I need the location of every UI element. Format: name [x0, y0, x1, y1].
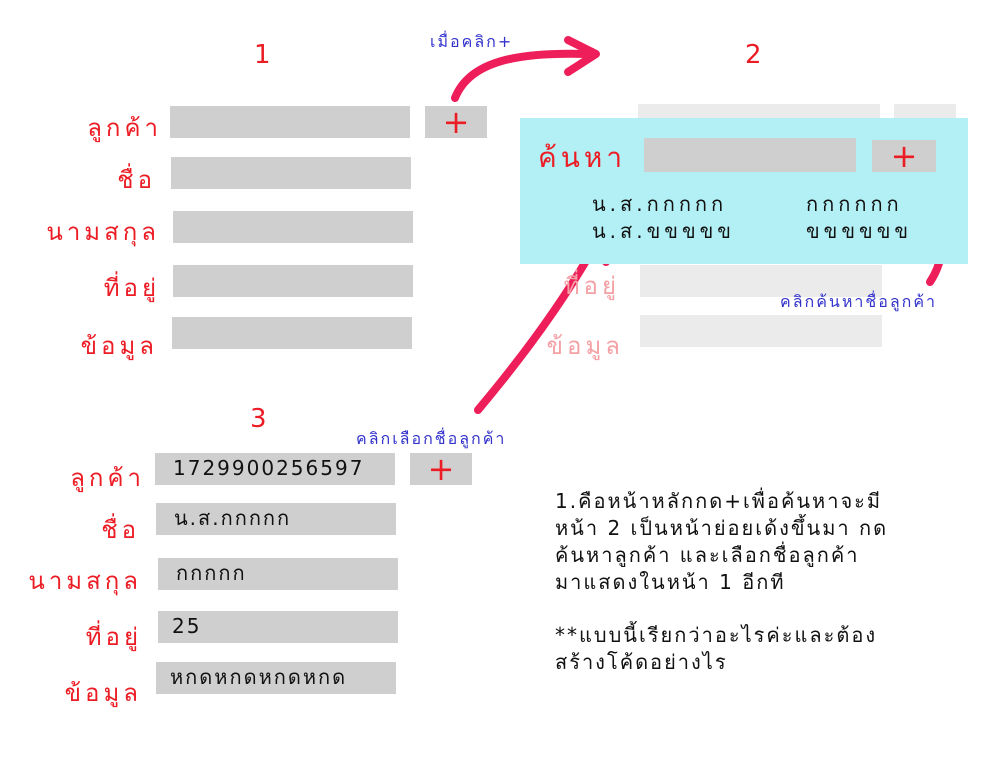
result-name[interactable]: น.ส.ขขขขข: [592, 219, 735, 243]
customer-field-filled[interactable]: 1729900256597: [155, 453, 395, 485]
faded-info-field: [640, 315, 882, 347]
faded-label-info: ข้อมูล: [546, 332, 624, 360]
description-text: 1.คือหน้าหลักกด+เพื่อค้นหาจะมี หน้า 2 เป…: [555, 488, 888, 676]
panel-3-number: 3: [250, 404, 267, 434]
result-surname[interactable]: ขขขขขข: [806, 219, 913, 243]
description-line: ค้นหาลูกค้า และเลือกชื่อลูกค้า: [555, 543, 860, 567]
address-field-filled[interactable]: 25: [158, 611, 398, 643]
label-address: ที่อยู่: [103, 274, 160, 302]
name-field[interactable]: [171, 157, 411, 189]
panel-2-number: 2: [745, 40, 762, 70]
add-customer-button[interactable]: +: [410, 453, 472, 485]
address-field[interactable]: [173, 265, 413, 297]
add-customer-button[interactable]: +: [425, 106, 487, 138]
panel-1-number: 1: [254, 40, 271, 70]
faded-label-address: ที่อยู่: [563, 272, 620, 300]
description-line: **แบบนี้เรียกว่าอะไรค่ะและต้อง: [555, 623, 878, 647]
label-surname: นามสกุล: [28, 567, 142, 595]
faded-customer-field: [638, 104, 880, 120]
label-name: ชื่อ: [117, 166, 156, 194]
search-popup: ค้นหา + น.ส.กกกกก กกกกกก น.ส.ขขขขข ขขขขข…: [520, 118, 968, 264]
info-field-filled[interactable]: หกดหกดหกดหกด: [156, 662, 396, 694]
note-click-search-name: คลิกค้นหาชื่อลูกค้า: [780, 292, 938, 311]
note-on-click-plus: เมื่อคลิก+: [430, 32, 514, 51]
popup-title: ค้นหา: [538, 141, 627, 174]
label-info: ข้อมูล: [64, 679, 142, 707]
faded-address-field: [640, 265, 882, 297]
name-field-filled[interactable]: น.ส.กกกกก: [156, 503, 396, 535]
search-button[interactable]: +: [872, 140, 936, 172]
faded-add-button: [894, 104, 956, 120]
label-name: ชื่อ: [101, 516, 140, 544]
arrow-panel1-to-panel2: [451, 49, 592, 102]
info-field[interactable]: [172, 317, 412, 349]
description-line: สร้างโค้ดอย่างไร: [555, 650, 728, 674]
label-info: ข้อมูล: [80, 332, 158, 360]
description-line: หน้า 2 เป็นหน้าย่อยเด้งขึ้นมา กด: [555, 516, 889, 540]
label-customer: ลูกค้า: [87, 114, 162, 142]
label-surname: นามสกุล: [46, 218, 160, 246]
description-line: มาแสดงในหน้า 1 อีกที: [555, 570, 786, 594]
customer-field[interactable]: [170, 106, 410, 138]
label-customer: ลูกค้า: [70, 464, 145, 492]
result-name[interactable]: น.ส.กกกกก: [592, 192, 728, 216]
search-input[interactable]: [644, 138, 856, 172]
note-click-select-name: คลิกเลือกชื่อลูกค้า: [356, 429, 507, 448]
surname-field[interactable]: [173, 211, 413, 243]
result-surname[interactable]: กกกกกก: [806, 192, 903, 216]
surname-field-filled[interactable]: กกกกก: [158, 558, 398, 590]
label-address: ที่อยู่: [85, 623, 142, 651]
description-line: 1.คือหน้าหลักกด+เพื่อค้นหาจะมี: [555, 489, 883, 513]
